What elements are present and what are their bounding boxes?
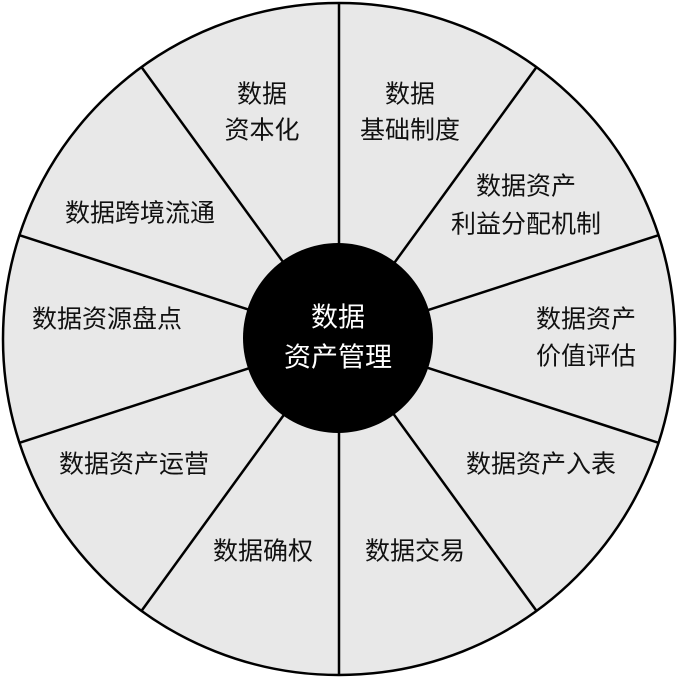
segment-label: 数据跨境流通 [65, 199, 215, 228]
segment-label: 数据确权 [213, 537, 313, 566]
segment-basic-system: 数据 基础制度 [360, 80, 460, 145]
segment-label: 价值评估 [536, 342, 636, 371]
segment-label: 数据资产 [476, 172, 576, 201]
segment-label: 基础制度 [360, 116, 460, 145]
segment-label: 数据 [385, 80, 435, 109]
segment-operation: 数据资产运营 [59, 450, 209, 479]
segment-resource-inventory: 数据资源盘点 [32, 305, 182, 334]
segment-capitalization: 数据 资本化 [224, 80, 299, 145]
center-label-line2: 资产管理 [284, 343, 392, 374]
segment-label: 数据资产入表 [466, 450, 616, 479]
segment-label: 数据资源盘点 [32, 305, 182, 334]
center-circle [243, 243, 433, 433]
segment-label: 资本化 [224, 116, 299, 145]
segment-cross-border-flow: 数据跨境流通 [65, 199, 215, 228]
segment-balance-sheet-entry: 数据资产入表 [466, 450, 616, 479]
segment-trading: 数据交易 [365, 537, 465, 566]
segment-label: 利益分配机制 [451, 210, 601, 239]
segment-label: 数据 [237, 80, 287, 109]
segment-benefit-distribution: 数据资产 利益分配机制 [451, 172, 601, 239]
center-label-line1: 数据 [311, 303, 365, 334]
segment-value-assessment: 数据资产 价值评估 [536, 305, 636, 371]
segment-label: 数据交易 [365, 537, 465, 566]
segment-label: 数据资产 [536, 305, 636, 334]
segment-label: 数据资产运营 [59, 450, 209, 479]
segment-rights-confirmation: 数据确权 [213, 537, 313, 566]
